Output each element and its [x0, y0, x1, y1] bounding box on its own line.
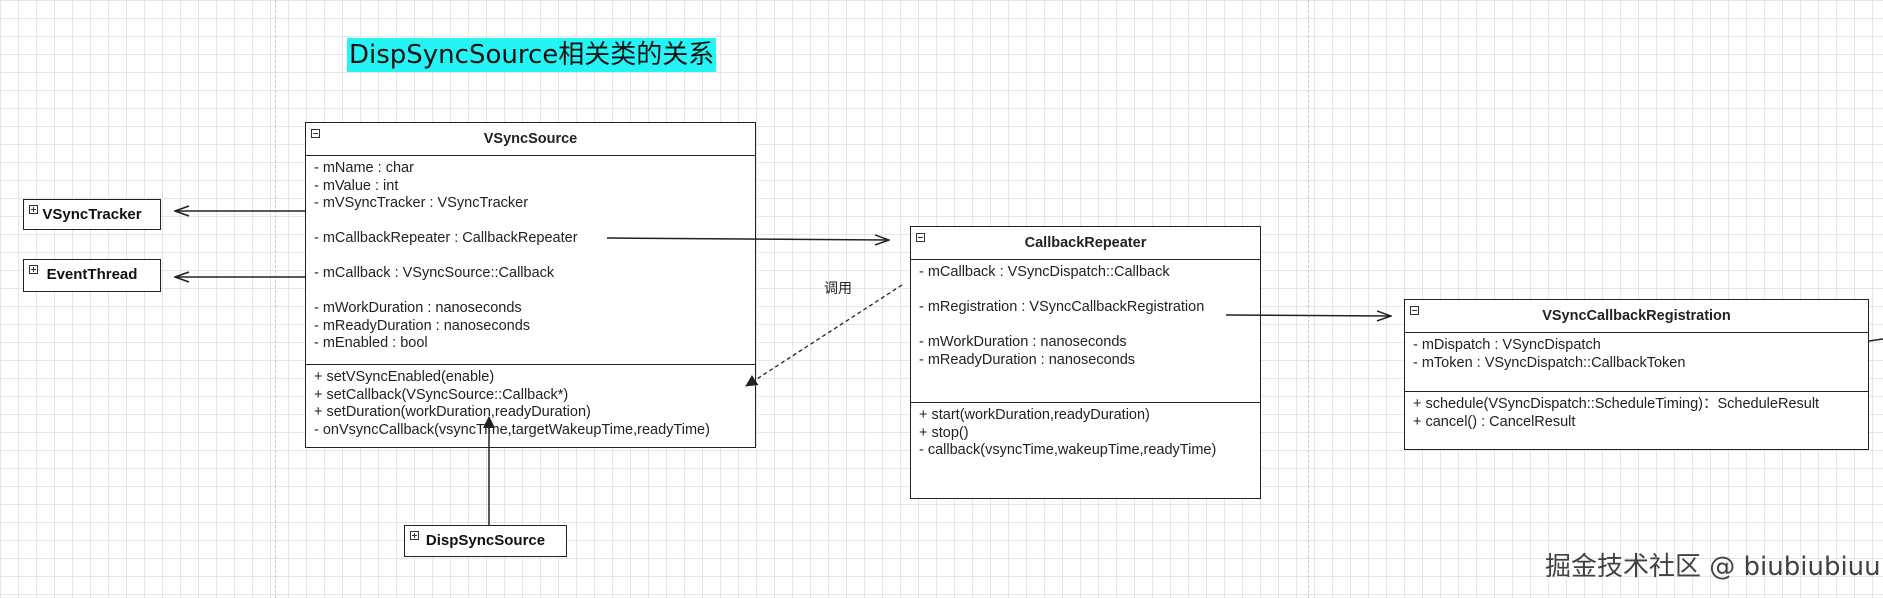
- method-row: - callback(vsyncTime,wakeupTime,readyTim…: [919, 442, 1217, 458]
- call-label: 调用: [824, 281, 852, 297]
- field-row: - mDispatch : VSyncDispatch: [1413, 337, 1601, 353]
- collapse-icon[interactable]: [311, 129, 320, 138]
- class-name: DispSyncSource: [425, 532, 546, 549]
- class-header: VSyncCallbackRegistration: [1405, 300, 1868, 333]
- field-row: - mValue : int: [314, 177, 399, 194]
- watermark: 掘金技术社区 @ biubiubiuu: [1545, 552, 1881, 582]
- class-name: VSyncSource: [483, 131, 578, 147]
- class-header: CallbackRepeater: [911, 227, 1260, 260]
- method-row: + start(workDuration,readyDuration): [919, 407, 1150, 423]
- association-arrow-vsync-callback-registration: [1225, 315, 1391, 316]
- method-row: + setDuration(workDuration,readyDuration…: [314, 404, 591, 420]
- collapse-icon[interactable]: [1410, 306, 1419, 315]
- class-name: VSyncTracker: [42, 206, 142, 223]
- field-row: - mReadyDuration : nanoseconds: [314, 317, 531, 334]
- class-vsync-tracker[interactable]: VSyncTracker: [23, 199, 161, 230]
- field-row: - mReadyDuration : nanoseconds: [919, 351, 1136, 368]
- field-row: - mWorkDuration : nanoseconds: [314, 300, 522, 316]
- class-vsync-source[interactable]: VSyncSource - mName : char- mValue : int…: [305, 122, 756, 448]
- field-row: - mVSyncTracker : VSyncTracker: [314, 195, 529, 211]
- class-event-thread[interactable]: EventThread: [23, 259, 161, 292]
- methods-section: + start(workDuration,readyDuration)+ sto…: [911, 403, 1260, 464]
- field-row: - mToken : VSyncDispatch::CallbackToken: [1413, 354, 1686, 371]
- field-row: - mName : char: [314, 160, 414, 176]
- methods-section: + schedule(VSyncDispatch::ScheduleTiming…: [1405, 392, 1868, 435]
- method-row: + setVSyncEnabled(enable): [314, 369, 495, 385]
- method-row: + setCallback(VSyncSource::Callback*): [314, 386, 569, 403]
- field-row: - mWorkDuration : nanoseconds: [919, 334, 1127, 350]
- fields-section: - mName : char- mValue : int- mVSyncTrac…: [306, 156, 755, 365]
- method-row: + cancel() : CancelResult: [1413, 413, 1576, 430]
- field-row: - mRegistration : VSyncCallbackRegistrat…: [919, 299, 1205, 315]
- method-row: + stop(): [919, 424, 969, 441]
- diagram-title: DispSyncSource相关类的关系: [347, 38, 717, 72]
- class-name: CallbackRepeater: [1024, 235, 1147, 251]
- expand-icon[interactable]: [410, 531, 419, 540]
- dependency-arrow-call: [745, 284, 903, 387]
- fields-section: - mCallback : VSyncDispatch::Callback- m…: [911, 260, 1260, 403]
- class-name: VSyncCallbackRegistration: [1542, 308, 1731, 324]
- page-divider-left: [275, 0, 276, 598]
- offscreen-connector: [1868, 338, 1883, 342]
- field-row: - mCallback : VSyncDispatch::Callback: [919, 264, 1170, 280]
- collapse-icon[interactable]: [916, 233, 925, 242]
- page-divider-right: [1308, 0, 1309, 598]
- class-name: EventThread: [46, 266, 138, 283]
- fields-section: - mDispatch : VSyncDispatch- mToken : VS…: [1405, 333, 1868, 392]
- class-header: VSyncSource: [306, 123, 755, 156]
- methods-section: + setVSyncEnabled(enable)+ setCallback(V…: [306, 365, 755, 443]
- field-row: - mCallbackRepeater : CallbackRepeater: [314, 230, 578, 246]
- method-row: + schedule(VSyncDispatch::ScheduleTiming…: [1413, 396, 1820, 412]
- class-callback-repeater[interactable]: CallbackRepeater - mCallback : VSyncDisp…: [910, 226, 1261, 499]
- field-row: - mCallback : VSyncSource::Callback: [314, 265, 555, 281]
- class-disp-sync-source[interactable]: DispSyncSource: [404, 525, 567, 557]
- expand-icon[interactable]: [29, 205, 38, 214]
- method-row: - onVsyncCallback(vsyncTime,targetWakeup…: [314, 421, 710, 438]
- class-vsync-callback-registration[interactable]: VSyncCallbackRegistration - mDispatch : …: [1404, 299, 1869, 450]
- field-row: - mEnabled : bool: [314, 335, 428, 351]
- expand-icon[interactable]: [29, 265, 38, 274]
- association-arrow-callback-repeater: [606, 238, 889, 240]
